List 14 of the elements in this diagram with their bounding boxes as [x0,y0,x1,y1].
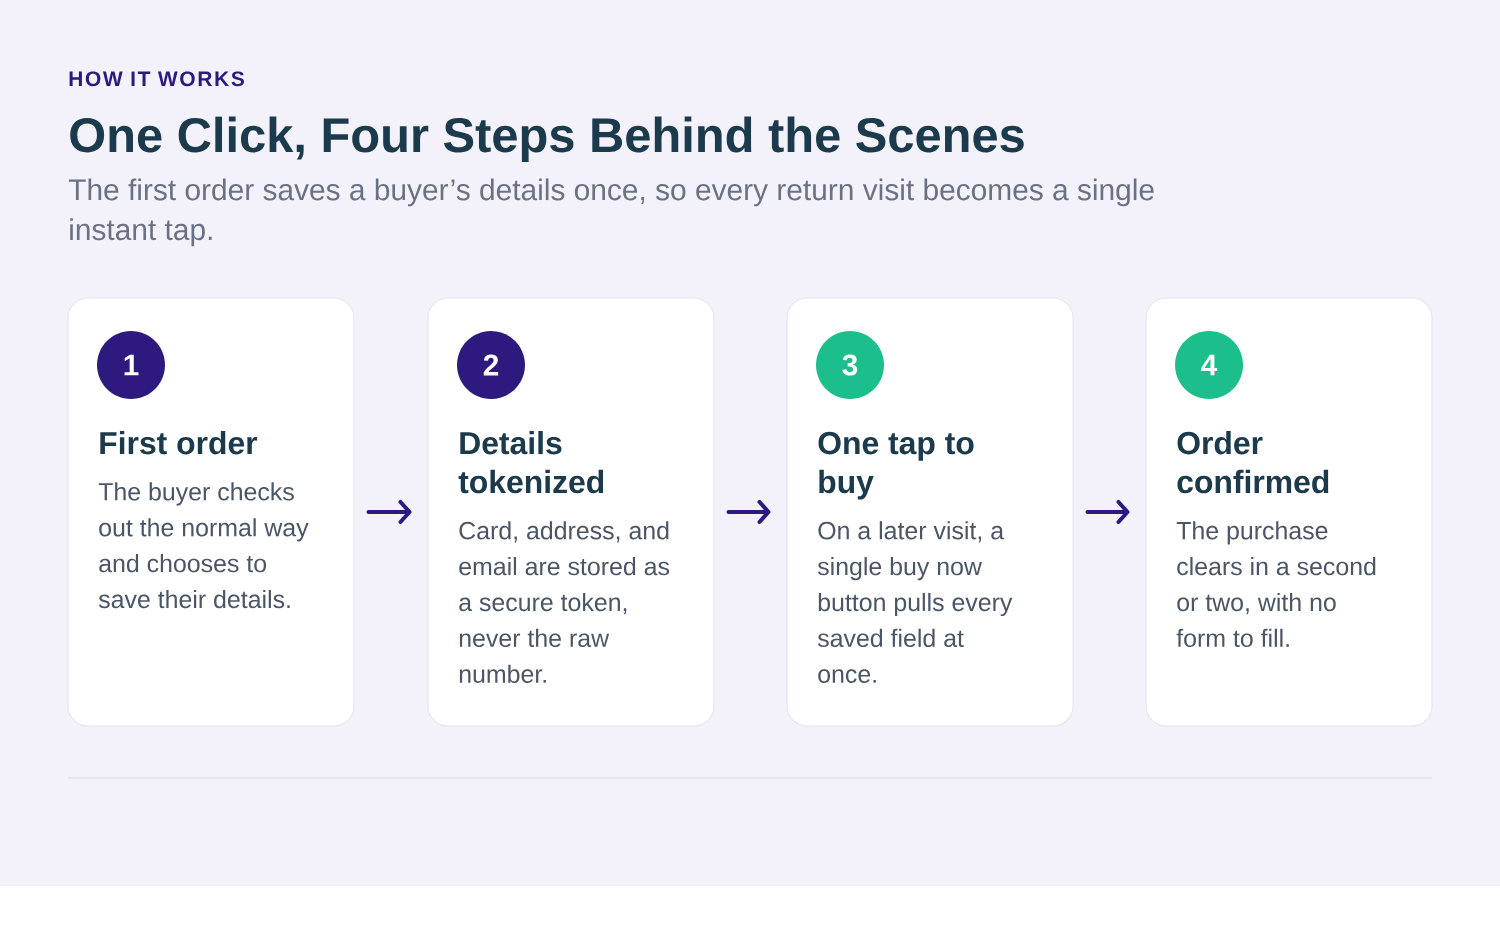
step-heading: First order [100,431,258,455]
step-description: Card, address, and email are stored as a secure token, never the raw number. [459,521,670,683]
eyebrow-label: HOW IT WORKS [69,71,244,87]
subtitle: The first order saves a buyer’s details once, so every return visit becomes a single instant tap. [68,178,1154,247]
arrow [726,500,771,524]
step-heading: Details tokenized [458,431,604,494]
arrow [1085,500,1130,524]
step-heading: Order confirmed [1177,431,1329,494]
step-description: The buyer checks out the normal way and chooses to save their details. [98,482,309,609]
step-description: The purchase clears in a second or two, with no form to fill. [1176,521,1376,648]
title: One Click, Four Steps Behind the Scenes [70,116,1024,163]
arrow [366,500,412,524]
step-description: On a later visit, a single buy now button pulls every saved field at once. [817,521,1013,683]
step-heading: One tap to buy [818,431,974,500]
